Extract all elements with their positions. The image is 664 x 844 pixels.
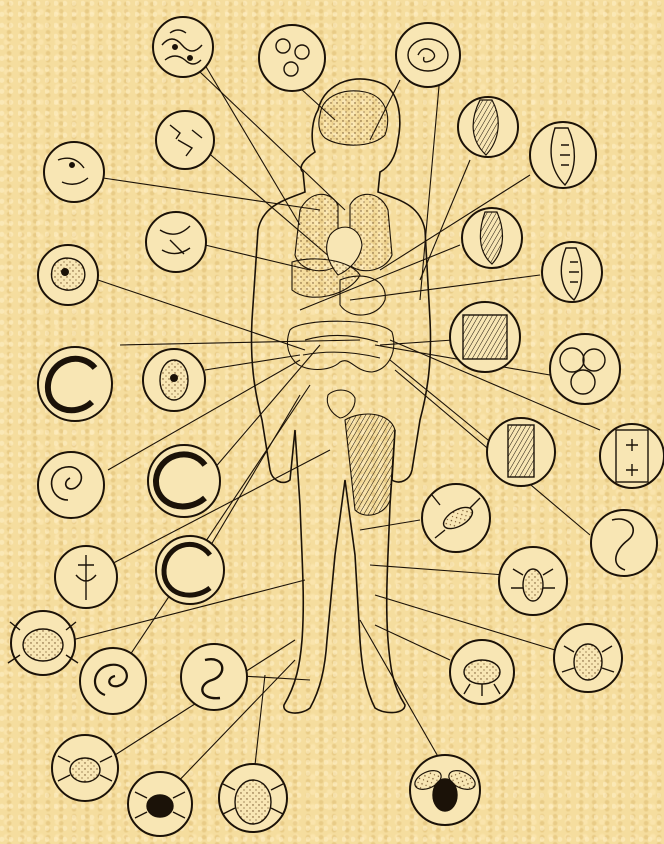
- cyst-cluster-icon: [259, 25, 325, 91]
- flea-icon: [450, 640, 514, 704]
- liver-fluke-icon: [462, 208, 522, 268]
- cestode-segment-icon: [600, 424, 664, 488]
- trypanosome-cluster-icon: [153, 17, 213, 77]
- body-organs: [287, 91, 395, 515]
- pork-tapeworm-segment-icon: [487, 418, 555, 486]
- brain-organ: [319, 91, 388, 145]
- louse-icon: [499, 547, 567, 615]
- tapeworm-segment-icon: [530, 122, 596, 188]
- hookworm-coil-icon: [148, 445, 220, 517]
- hydatid-cyst-icon: [550, 334, 620, 404]
- threadworm-knot-icon: [181, 644, 247, 710]
- roundworm-coil-icon: [38, 347, 112, 421]
- thigh-muscle-organ: [345, 414, 395, 515]
- amoeba-icon: [38, 245, 98, 305]
- crescent-protozoa-icon: [44, 142, 104, 202]
- trichomonas-icon: [55, 546, 117, 608]
- lancet-fluke-icon: [542, 242, 602, 302]
- flagellate-icon: [156, 111, 214, 169]
- fly-icon: [410, 755, 480, 825]
- ciliate-icon: [143, 349, 205, 411]
- whipworm-icon: [38, 452, 104, 518]
- larva-in-cyst-icon: [396, 23, 460, 87]
- fluke-icon: [458, 97, 518, 157]
- human-body-outline: [251, 79, 430, 713]
- mosquito-icon: [422, 484, 490, 552]
- bladder-organ: [327, 390, 355, 418]
- pinworm-coil-icon: [156, 536, 224, 604]
- bed-bug-icon: [554, 624, 622, 692]
- soft-tick-icon: [219, 764, 287, 832]
- filaria-coil-icon: [80, 648, 146, 714]
- proglottid-icon: [450, 302, 520, 372]
- hooked-larva-icon: [591, 510, 657, 576]
- giardia-icon: [146, 212, 206, 272]
- scabies-mite-icon: [8, 611, 78, 675]
- hard-tick-icon: [128, 772, 192, 836]
- tick-icon: [52, 735, 118, 801]
